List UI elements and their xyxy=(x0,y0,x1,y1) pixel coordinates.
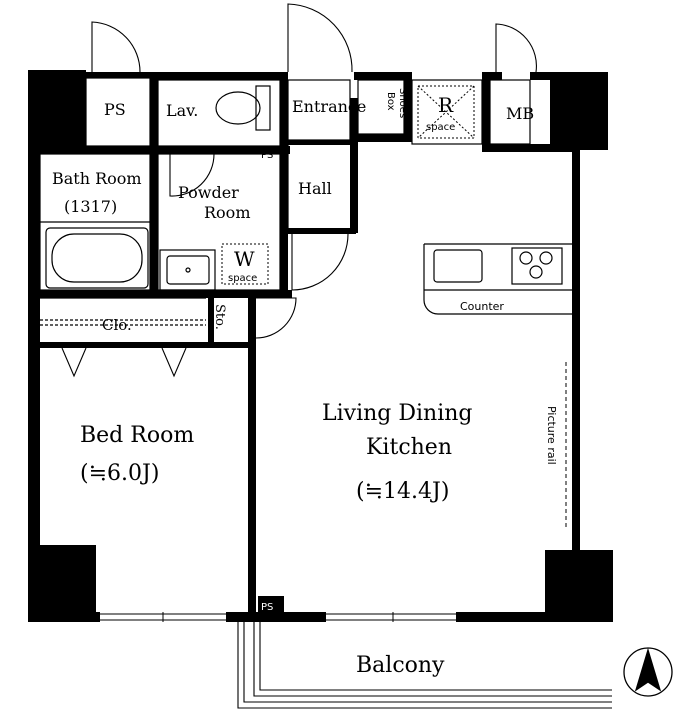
washer-space xyxy=(221,243,269,285)
bath-room-label: Bath Room xyxy=(52,169,142,188)
balcony-label: Balcony xyxy=(356,653,445,678)
bed-room-label: Bed Room xyxy=(80,423,194,448)
door-swings xyxy=(91,3,537,339)
bed-room-size: (≒6.0J) xyxy=(80,461,159,486)
bath-room-number: (1317) xyxy=(64,197,117,216)
bathtub xyxy=(45,227,149,289)
counter-label: Counter xyxy=(460,300,504,313)
ldk-size: (≒14.4J) xyxy=(356,479,449,504)
balcony-outline xyxy=(237,622,612,709)
exterior-walls xyxy=(28,70,612,622)
w-space-word: space xyxy=(228,273,257,284)
ldk-label-2: Kitchen xyxy=(366,435,452,460)
r-space-word: space xyxy=(426,122,455,133)
powder-room-label-2: Room xyxy=(204,203,250,222)
ps-small-label: PS xyxy=(261,150,273,161)
ps-bottom-label: PS xyxy=(261,602,273,613)
fridge-space xyxy=(417,85,475,139)
shoes-box-label-2: Box xyxy=(385,92,396,111)
ps-bottom-box xyxy=(258,596,284,614)
toilet xyxy=(215,85,271,131)
hall-label: Hall xyxy=(298,179,332,198)
north-arrow-icon xyxy=(623,647,673,697)
powder-room-label-1: Powder xyxy=(178,183,239,202)
picture-rail-label: Picture rail xyxy=(545,406,558,465)
washbasin xyxy=(159,249,216,291)
kitchen-counter xyxy=(423,243,572,315)
windows xyxy=(100,612,456,622)
mb-label: MB xyxy=(506,104,534,123)
closet-doors xyxy=(61,347,187,378)
room-labels: PS Lav. Entrance Shoes Box R space MB Ba… xyxy=(52,88,558,678)
entrance-label: Entrance xyxy=(292,97,366,116)
partitions xyxy=(39,77,531,326)
closet-label: Clo. xyxy=(102,316,132,334)
w-space-letter: W xyxy=(234,247,255,271)
ldk-label-1: Living Dining xyxy=(322,401,473,426)
ps-top-label: PS xyxy=(104,100,126,119)
lav-label: Lav. xyxy=(166,101,198,120)
interior-walls xyxy=(40,72,578,615)
r-space-letter: R xyxy=(438,93,454,117)
storage-label: Sto. xyxy=(212,304,227,330)
shoes-box-label-1: Shoes xyxy=(397,88,408,118)
